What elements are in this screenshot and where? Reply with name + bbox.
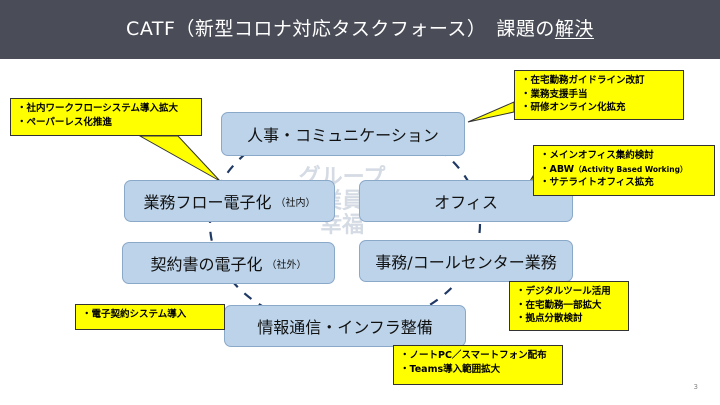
callout-line: ・拠点分散検討 bbox=[516, 313, 583, 324]
callout-line: ・社内ワークフローシステム導入拡大 bbox=[17, 103, 179, 114]
callout-line: ・ペーパーレス化推進 bbox=[17, 116, 112, 128]
callout-abw-note: （Activity Based Working） bbox=[574, 164, 688, 174]
callout-line: ・研修オンライン化拡充 bbox=[521, 102, 626, 113]
box-contract-label: 契約書の電子化 bbox=[150, 255, 263, 274]
callout-callcenter: ・デジタルツール活用 ・在宅勤務一部拡大 ・拠点分散検討 bbox=[509, 281, 629, 331]
box-infra-label: 情報通信・インフラ整備 bbox=[257, 318, 433, 337]
box-contract-note: （社外） bbox=[266, 259, 307, 271]
box-hr-label: 人事・コミュニケーション bbox=[247, 126, 439, 145]
page-number: 3 bbox=[693, 383, 698, 391]
title-main: CATF（新型コロナ対応タスクフォース） 課題の bbox=[126, 18, 555, 40]
box-workflow: 業務フロー電子化（社内） bbox=[124, 180, 335, 222]
box-workflow-note: （社内） bbox=[275, 197, 316, 209]
callout-line: ・在宅勤務一部拡大 bbox=[516, 299, 602, 311]
header-bar: CATF（新型コロナ対応タスクフォース） 課題の解決 bbox=[0, 0, 720, 59]
callout-infra: ・ノートPC／スマートフォン配布 ・Teams導入範囲拡大 bbox=[393, 345, 563, 385]
box-workflow-label: 業務フロー電子化 bbox=[143, 193, 272, 212]
callout-line: ・電子契約システム導入 bbox=[82, 309, 187, 320]
callout-line: ・ABW（Activity Based Working） bbox=[540, 163, 708, 177]
callout-line: ・サテライトオフィス拡充 bbox=[540, 177, 654, 188]
callout-tail-workflow bbox=[138, 135, 221, 182]
callout-line: ・在宅勤務ガイドライン改訂 bbox=[521, 75, 645, 86]
box-callcenter: 事務/コールセンター業務 bbox=[359, 240, 573, 282]
box-callcenter-label: 事務/コールセンター業務 bbox=[375, 253, 557, 272]
callout-line: ・Teams導入範囲拡大 bbox=[400, 363, 501, 375]
title-underlined: 解決 bbox=[554, 18, 594, 40]
callout-abw: ・ABW bbox=[540, 163, 575, 175]
callout-tail-hr bbox=[467, 101, 515, 123]
callout-line: ・メインオフィス集約検討 bbox=[540, 150, 654, 161]
callout-hr: ・在宅勤務ガイドライン改訂 ・業務支援手当 ・研修オンライン化拡充 bbox=[514, 70, 684, 120]
box-office-label: オフィス bbox=[434, 193, 498, 212]
callout-line: ・業務支援手当 bbox=[521, 88, 588, 100]
box-contract: 契約書の電子化（社外） bbox=[122, 242, 335, 284]
callout-office: ・メインオフィス集約検討 ・ABW（Activity Based Working… bbox=[533, 145, 715, 196]
callout-workflow: ・社内ワークフローシステム導入拡大 ・ペーパーレス化推進 bbox=[10, 98, 202, 136]
callout-line: ・デジタルツール活用 bbox=[516, 286, 611, 297]
callout-line: ・ノートPC／スマートフォン配布 bbox=[400, 350, 547, 361]
callout-contract: ・電子契約システム導入 bbox=[75, 304, 225, 330]
box-infra: 情報通信・インフラ整備 bbox=[224, 305, 466, 347]
page-title: CATF（新型コロナ対応タスクフォース） 課題の解決 bbox=[0, 0, 720, 59]
box-hr-communication: 人事・コミュニケーション bbox=[221, 112, 465, 156]
